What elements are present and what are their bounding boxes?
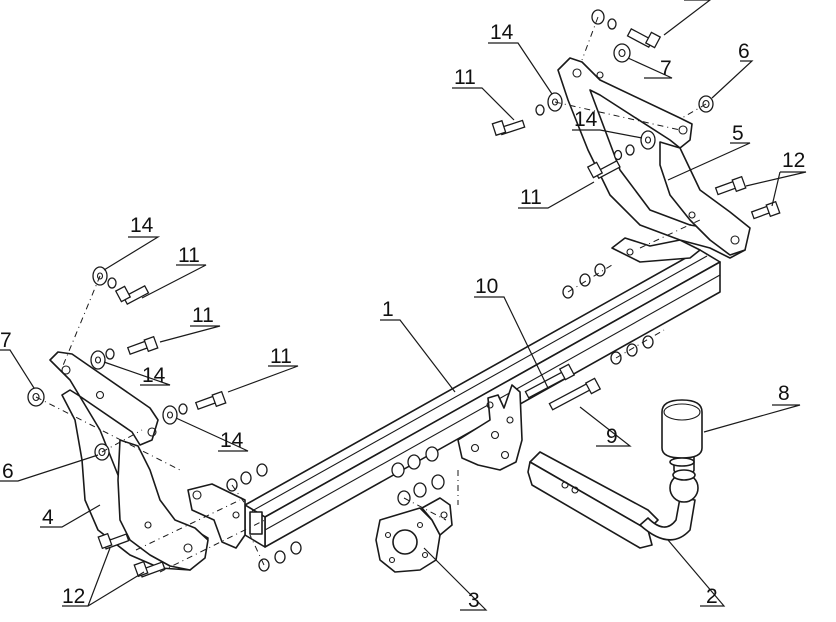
callout-label-12-left: 12 [62, 585, 85, 608]
callout-label-8: 8 [778, 382, 790, 405]
assembly-lines [35, 16, 707, 573]
callout-label-11-e: 11 [520, 186, 542, 209]
nut-set [226, 263, 654, 572]
callout-label-7-left: 7 [0, 329, 12, 352]
bolt-11-a [114, 284, 150, 306]
callout-label-14-e: 14 [574, 108, 598, 131]
bolt-11-d [491, 119, 526, 137]
callout-label-10: 10 [475, 275, 498, 298]
callout-label-11-f: 11 [686, 0, 708, 1]
right-end-bracket [611, 237, 701, 263]
bolt-hardware [97, 27, 781, 578]
left-end-bracket [187, 483, 246, 549]
left-side-arm [49, 351, 209, 571]
bolt-12-d [750, 200, 781, 220]
callout-label-4: 4 [42, 506, 54, 529]
callout-label-7-right: 7 [660, 57, 672, 80]
callout-label-5: 5 [732, 122, 744, 145]
bolt-12-a [97, 532, 130, 550]
socket-plate-part [375, 497, 453, 573]
callout-label-12-right: 12 [782, 149, 805, 172]
callout-label-11-a: 11 [178, 244, 200, 267]
callout-label-14-d: 14 [490, 21, 514, 44]
callout-label-11-b: 11 [192, 304, 214, 327]
right-side-arm [557, 57, 751, 259]
bolt-11-b [126, 335, 159, 356]
ball-neck-part [527, 451, 699, 549]
callout-label-14-b: 14 [142, 364, 166, 387]
callout-label-1: 1 [382, 298, 394, 321]
ball-cap-part [661, 399, 703, 467]
center-mount-plate [457, 384, 523, 471]
callout-label-6-left: 6 [2, 460, 14, 483]
callout-label-11-c: 11 [270, 345, 292, 368]
bolt-12-c [714, 175, 747, 196]
bolt-11-e [586, 159, 621, 180]
callout-label-6-right: 6 [738, 40, 750, 63]
callout-label-14-c: 14 [220, 429, 244, 452]
callout-label-14-a: 14 [130, 214, 154, 237]
spacer-7-b [613, 43, 631, 63]
callout-label-9: 9 [606, 425, 618, 448]
callout-label-2: 2 [706, 585, 718, 608]
bolt-12-b [133, 560, 166, 578]
callout-label-3: 3 [468, 589, 480, 612]
bolt-10 [524, 363, 576, 399]
washer-14-c [162, 405, 178, 425]
washer-14-b [90, 350, 106, 370]
callout-labels: 1 2 3 4 5 6 6 7 7 8 9 10 11 11 11 11 11 … [0, 0, 805, 612]
callout-label-11-d: 11 [454, 66, 476, 89]
washer-14-e [640, 130, 656, 150]
bolt-11-f [626, 27, 662, 49]
bolt-11-c [194, 390, 227, 411]
leader-lines [0, 0, 807, 611]
bolt-9 [548, 377, 602, 411]
